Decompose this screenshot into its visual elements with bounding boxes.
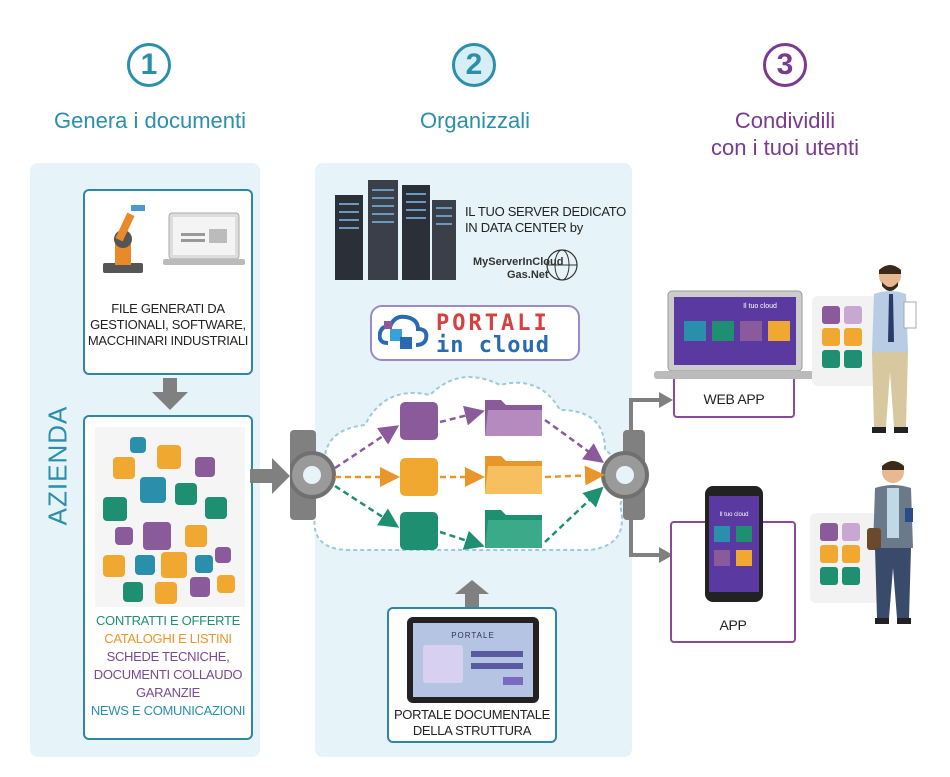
step-1-title: Genera i documenti xyxy=(54,108,246,133)
folder-green-icon xyxy=(485,510,542,548)
web-app-label: WEB APP xyxy=(703,391,765,407)
folder-purple-icon xyxy=(485,400,542,436)
branch-arrows xyxy=(629,392,673,563)
portali-word: PORTALI xyxy=(436,311,550,336)
doc-type-news: NEWS E COMUNICAZIONI xyxy=(90,703,246,718)
azienda-side-label: AZIENDA xyxy=(42,405,73,526)
source-purple xyxy=(400,402,438,440)
brand-line1: MyServerInCloud xyxy=(473,256,564,268)
doc-type-datasheets: SCHEDE TECNICHE, xyxy=(106,649,230,664)
gear-right-icon xyxy=(601,430,649,520)
server-line2: IN DATA CENTER by xyxy=(465,220,583,235)
step-2-number: 2 xyxy=(452,43,496,87)
portal-line2: DELLA STRUTTURA xyxy=(412,723,532,738)
documents-card: CONTRATTI E OFFERTE CATALOGHI E LISTINI … xyxy=(83,415,253,740)
portal-tablet-frame: PORTALE xyxy=(407,617,539,703)
cloud-flow-diagram xyxy=(290,376,649,551)
server-line1: IL TUO SERVER DEDICATO xyxy=(465,204,626,219)
step-3-title-line2: con i tuoi utenti xyxy=(711,135,859,160)
up-arrow-icon xyxy=(455,580,489,608)
files-line3: MACCHINARI INDUSTRIALI xyxy=(87,333,249,348)
doc-type-contracts: CONTRATTI E OFFERTE xyxy=(95,613,241,628)
cloud-shape xyxy=(308,376,626,551)
step-3-title-line1: Condividili xyxy=(734,108,836,133)
doc-type-warranties: GARANZIE xyxy=(135,685,201,700)
portal-screen-title: PORTALE xyxy=(451,631,495,640)
brand-line2: Gas.Net xyxy=(507,269,549,281)
portal-line1: PORTALE DOCUMENTALE xyxy=(393,707,551,722)
robot-arm-icon xyxy=(103,205,145,273)
laptop-web-app-icon xyxy=(654,290,816,379)
step-2-title: Organizzali xyxy=(419,108,531,133)
casual-man-icon xyxy=(867,461,913,624)
step-3-title: Condividili con i tuoi utenti xyxy=(650,107,920,161)
business-man-icon xyxy=(872,265,917,433)
step-3-number: 3 xyxy=(763,43,807,87)
files-card: FILE GENERATI DA GESTIONALI, SOFTWARE, M… xyxy=(83,189,253,375)
in-cloud-word: in cloud xyxy=(436,333,550,358)
files-line1: FILE GENERATI DA xyxy=(111,301,225,316)
down-arrow-icon xyxy=(152,378,188,410)
app-screen-title: Il tuo cloud xyxy=(719,512,749,518)
web-app-card: WEB APP xyxy=(673,372,795,418)
portal-card: PORTALE PORTALE DOCUMENTALE DELLA STRUTT… xyxy=(387,607,557,743)
laptop-icon xyxy=(163,212,245,265)
doc-type-catalogs: CATALOGHI E LISTINI xyxy=(104,631,232,646)
source-green xyxy=(400,512,438,550)
cloud-logo-icon xyxy=(378,314,429,349)
doc-type-test-docs: DOCUMENTI COLLAUDO xyxy=(93,667,243,682)
document-tiles-cluster xyxy=(95,427,245,607)
source-orange xyxy=(400,458,438,496)
right-arrow-icon xyxy=(250,458,290,494)
portali-in-cloud-logo: PORTALI in cloud xyxy=(370,305,580,361)
files-line2: GESTIONALI, SOFTWARE, xyxy=(90,317,246,332)
step-1-number: 1 xyxy=(127,43,171,87)
server-racks-icon xyxy=(335,180,456,280)
app-label: APP xyxy=(719,617,747,633)
myserverincloud-logo: MyServerInCloud Gas.Net xyxy=(473,249,583,286)
web-app-screen-title: Il tuo cloud xyxy=(743,303,777,310)
folder-orange-icon xyxy=(485,456,542,494)
smartphone-app-icon xyxy=(705,486,763,602)
gear-left-icon xyxy=(290,430,336,520)
globe-icon xyxy=(546,249,578,281)
